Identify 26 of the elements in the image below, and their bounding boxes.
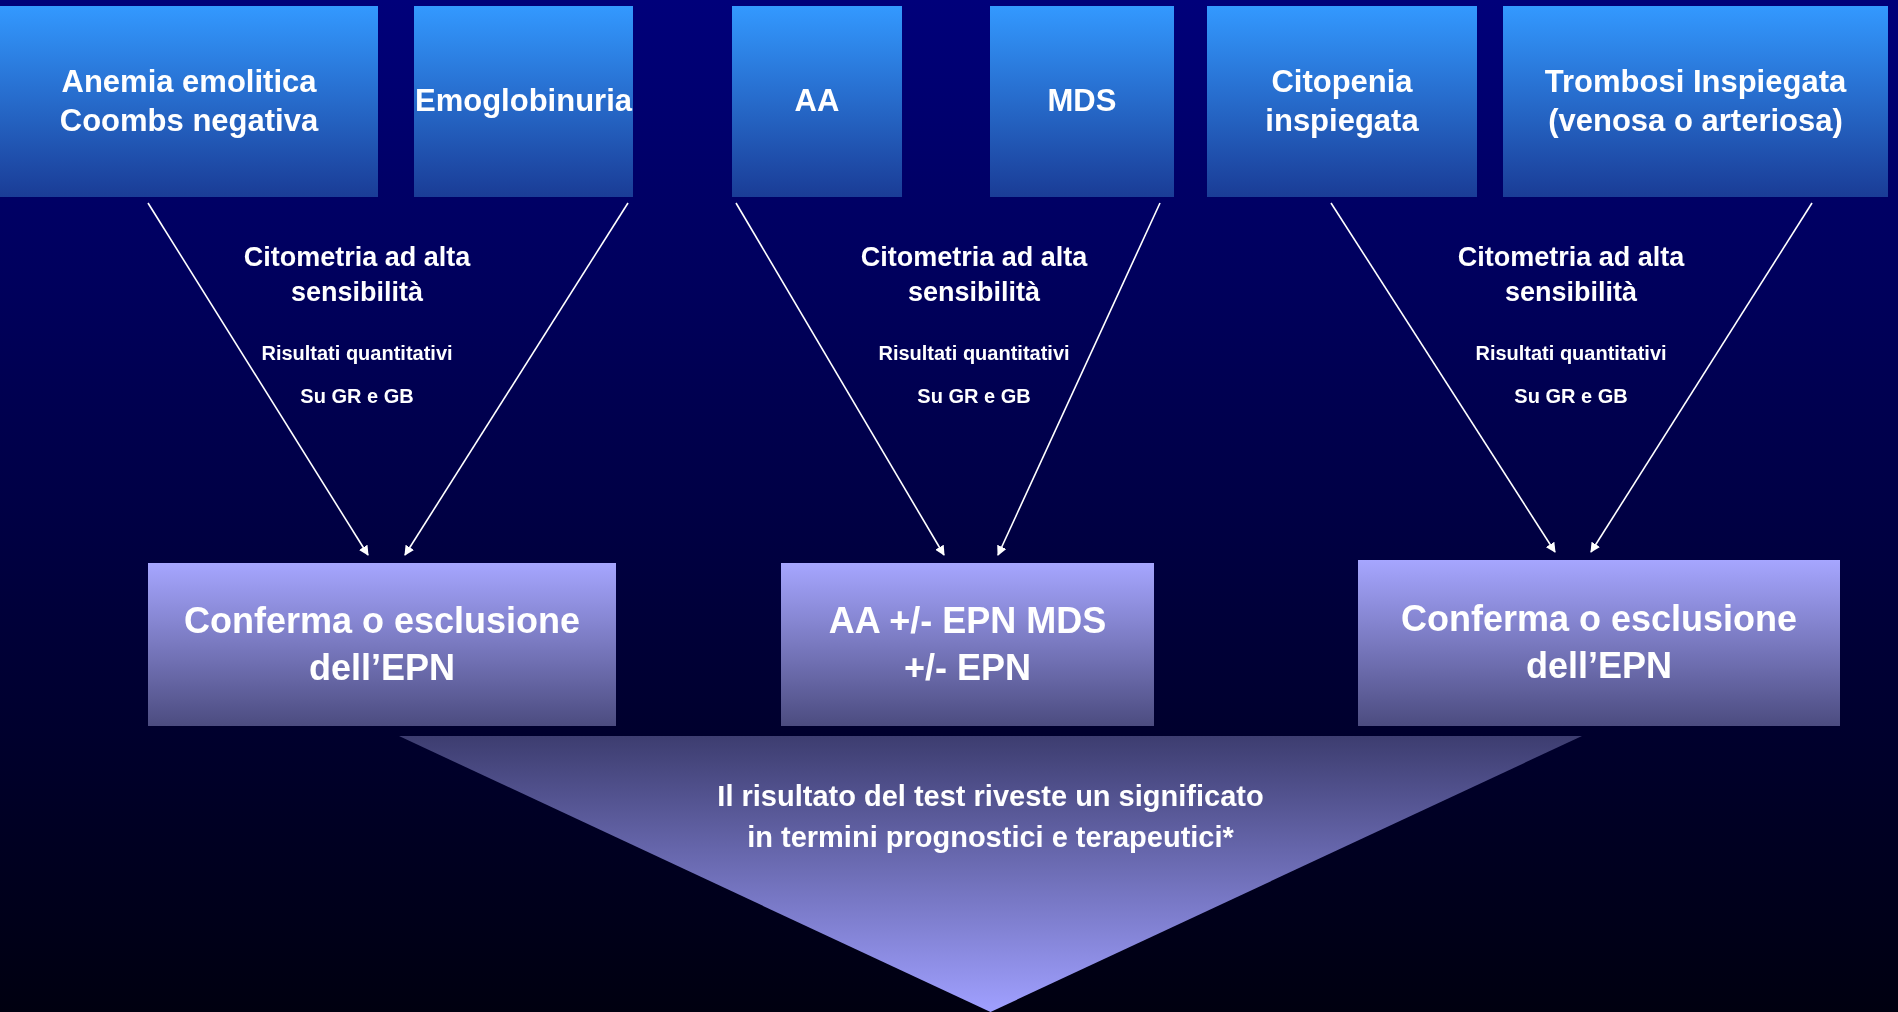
condition-box: AA — [732, 6, 902, 197]
result-box: Conferma o esclusione dell’EPN — [148, 563, 616, 726]
result-box: AA +/- EPN MDS +/- EPN — [781, 563, 1154, 726]
condition-box: Anemia emolitica Coombs negativa — [0, 6, 378, 197]
note-label: Su GR e GB — [299, 385, 415, 408]
method-label: Citometria ad alta sensibilità — [242, 241, 472, 310]
condition-box: MDS — [990, 6, 1174, 197]
conclusion-text: Il risultato del test riveste un significato in termini prognostici e terapeutici* — [716, 779, 1265, 855]
condition-box: Emoglobinuria — [414, 6, 633, 197]
result-box: Conferma o esclusione dell’EPN — [1358, 560, 1840, 726]
note-label: Risultati quantitativi — [877, 342, 1071, 365]
arrow — [1590, 202, 1813, 553]
method-label: Citometria ad alta sensibilità — [859, 241, 1089, 310]
summary-triangle — [399, 736, 1582, 1012]
arrow — [404, 202, 629, 556]
arrow — [735, 202, 945, 556]
note-label: Su GR e GB — [916, 385, 1032, 408]
arrow — [1330, 202, 1556, 553]
arrow — [997, 202, 1161, 556]
note-label: Su GR e GB — [1513, 385, 1629, 408]
method-label: Citometria ad alta sensibilità — [1456, 241, 1686, 310]
arrow — [147, 202, 369, 556]
note-label: Risultati quantitativi — [1474, 342, 1668, 365]
condition-box: Citopenia inspiegata — [1207, 6, 1477, 197]
condition-box: Trombosi Inspiegata (venosa o arteriosa) — [1503, 6, 1888, 197]
note-label: Risultati quantitativi — [260, 342, 454, 365]
